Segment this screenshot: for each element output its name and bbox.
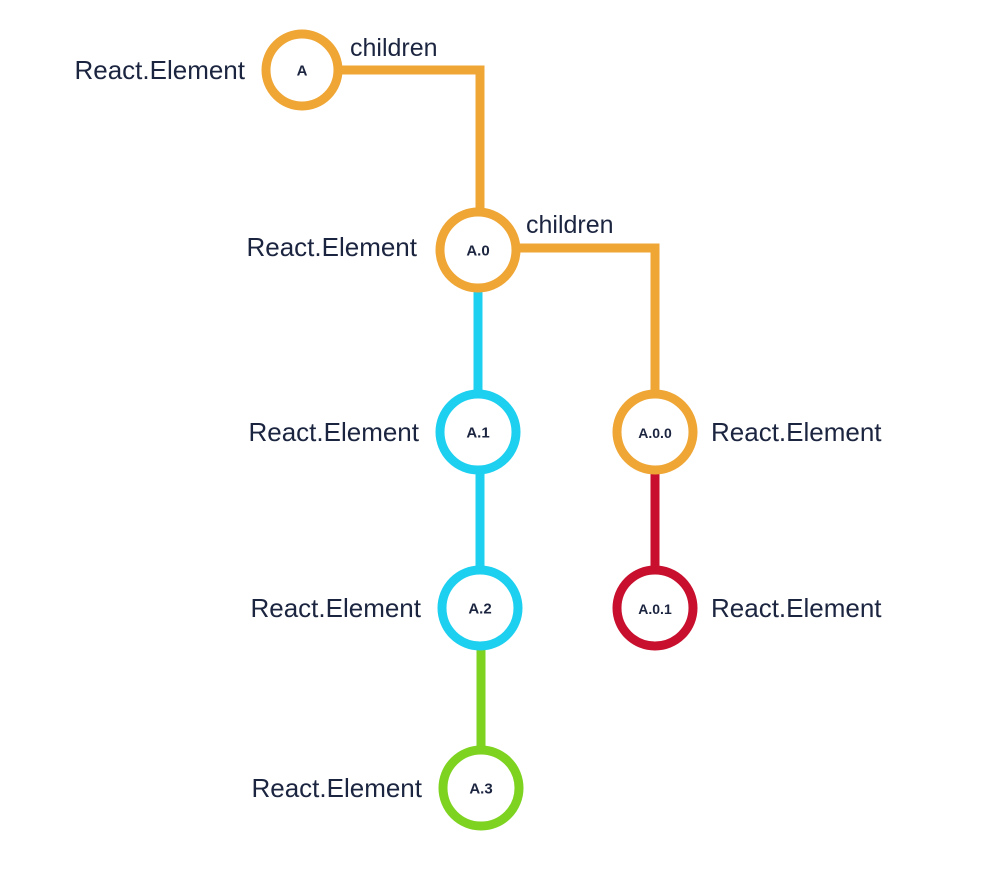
node-side-label: React.Element <box>248 417 419 447</box>
side-labels: React.Element React.Element React.Elemen… <box>74 55 882 803</box>
node-label: A <box>297 63 308 80</box>
node-label: A.3 <box>469 781 492 798</box>
node-circle <box>612 565 698 651</box>
node-a: A <box>261 29 343 111</box>
nodes: A A.0 A.1 A.2 A.3 A.0.0 A.0.1 <box>261 29 698 831</box>
node-label: A.0.1 <box>638 601 672 617</box>
node-a3: A.3 <box>438 745 524 831</box>
node-side-label: React.Element <box>250 593 421 623</box>
node-label: A.0.0 <box>638 425 672 441</box>
node-circle <box>437 565 523 651</box>
node-circle <box>438 745 524 831</box>
node-side-label: React.Element <box>711 593 882 623</box>
edge-a0-to-a00 <box>516 243 660 394</box>
node-label: A.2 <box>468 601 491 618</box>
node-label: A.1 <box>466 425 489 442</box>
node-circle <box>435 389 521 475</box>
node-side-label: React.Element <box>74 55 245 85</box>
node-circle <box>612 389 698 475</box>
edge-label-children: children <box>526 211 614 239</box>
node-circle <box>261 29 343 111</box>
edge-a-to-a0 <box>340 65 485 212</box>
node-a2: A.2 <box>437 565 523 651</box>
node-a01: A.0.1 <box>612 565 698 651</box>
node-side-label: React.Element <box>711 417 882 447</box>
edges <box>340 65 660 748</box>
node-a1: A.1 <box>435 389 521 475</box>
node-a0: A.0 <box>435 207 521 293</box>
node-circle <box>435 207 521 293</box>
node-side-label: React.Element <box>246 232 417 262</box>
node-side-label: React.Element <box>251 773 422 803</box>
edge-label-children: children <box>350 34 438 62</box>
node-a00: A.0.0 <box>612 389 698 475</box>
node-label: A.0 <box>466 243 489 260</box>
